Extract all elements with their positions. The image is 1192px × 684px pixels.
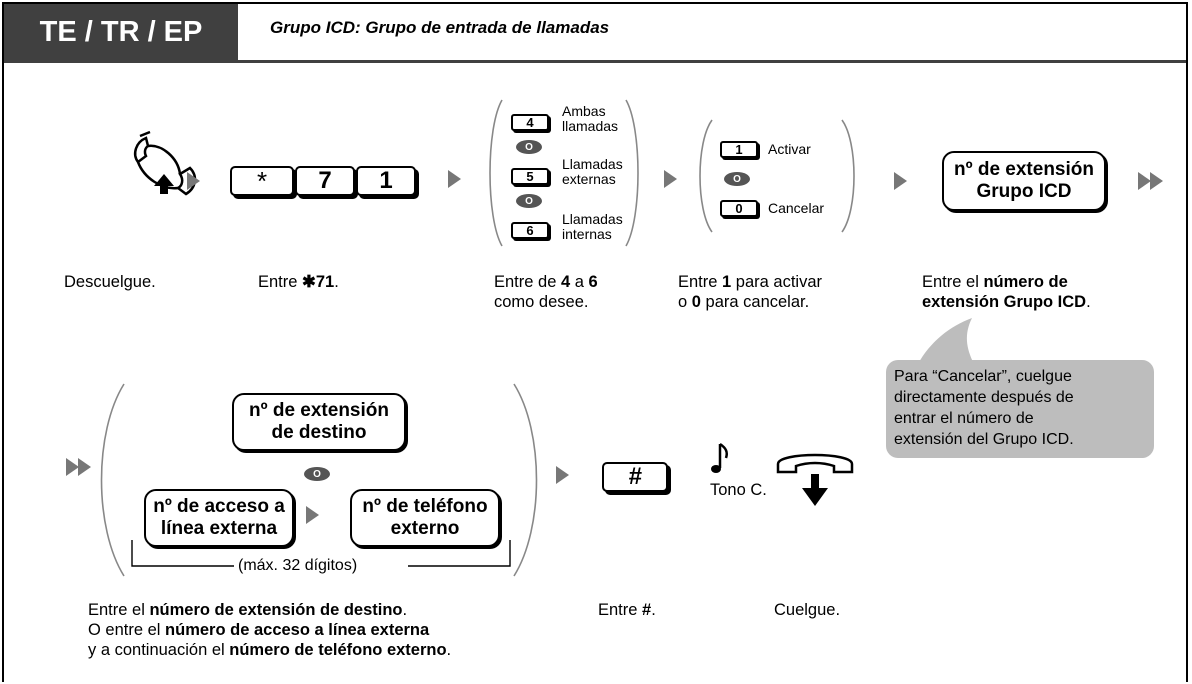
max-digits-label: (máx. 32 dígitos) [238, 557, 358, 574]
continue-arrow-d-icon [78, 458, 91, 476]
or-badge: O [724, 172, 750, 186]
caption-enter-star71: Entre ✱71. [258, 273, 339, 291]
key-0-cancel: 0 [720, 200, 758, 217]
caption-destination: Entre el número de extensión de destino. [88, 601, 408, 619]
arrow-1-icon [187, 172, 200, 190]
options-bracket-left [489, 99, 503, 247]
continue-arrow-b-icon [1150, 172, 1163, 190]
page-title: Grupo ICD: Grupo de entrada de llamadas [270, 18, 610, 37]
arrow-4-icon [894, 172, 907, 190]
on-hook-handset-icon [776, 453, 854, 506]
toggle-bracket-left [699, 119, 713, 233]
cancel-label: Cancelar [768, 200, 825, 216]
hash-key: # [602, 462, 668, 492]
caption-off-hook: Descuelgue. [64, 273, 156, 291]
tone-label: Tono C. [710, 481, 767, 499]
key-4: 4 [511, 114, 549, 131]
cancel-note-callout: Para “Cancelar”, cuelgue directamente de… [886, 360, 1154, 458]
arrow-3-icon [664, 170, 677, 188]
caption-external-phone: y a continuación el número de teléfono e… [88, 641, 452, 659]
star-key: * [230, 166, 294, 196]
max-digits-bracket [131, 540, 511, 567]
callout-pointer [918, 318, 974, 364]
arrow-2-icon [448, 170, 461, 188]
destination-bracket-left [100, 383, 125, 577]
device-tag: TE / TR / EP [4, 4, 238, 60]
key-1: 1 [356, 166, 416, 196]
toggle-bracket-right [841, 119, 855, 233]
key-1-activate: 1 [720, 141, 758, 158]
caption-enter-hash: Entre #. [598, 601, 656, 619]
caption-line-access: O entre el número de acceso a línea exte… [88, 621, 430, 639]
header-divider [4, 60, 1186, 63]
key-5: 5 [511, 168, 549, 185]
activate-label: Activar [768, 141, 811, 157]
caption-hang-up: Cuelgue. [774, 601, 841, 619]
or-badge: O [516, 194, 542, 208]
tone-note-icon [711, 442, 728, 473]
or-badge: O [304, 467, 330, 481]
key-7: 7 [295, 166, 355, 196]
or-badge: O [516, 140, 542, 154]
key-6: 6 [511, 222, 549, 239]
arrow-5-icon [306, 506, 319, 524]
continue-arrow-c-icon [66, 458, 79, 476]
continue-arrow-a-icon [1138, 172, 1151, 190]
options-bracket-right [625, 99, 639, 247]
destination-bracket-right [513, 383, 538, 577]
arrow-6-icon [556, 466, 569, 484]
